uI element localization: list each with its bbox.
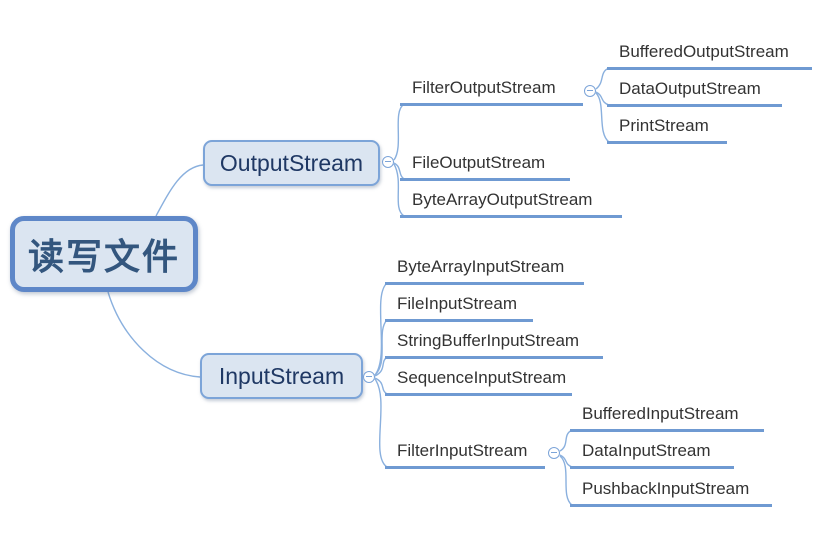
connector-outputstream-fileoutputstream — [393, 162, 405, 180]
topic-filterinputstream[interactable]: FilterInputStream — [385, 437, 545, 469]
collapse-minus-icon-inputstream[interactable] — [363, 371, 375, 383]
topic-bufferedinputstream[interactable]: BufferedInputStream — [570, 400, 764, 432]
collapse-minus-icon-filterinputstream[interactable] — [548, 447, 560, 459]
topic-bufferedoutputstream[interactable]: BufferedOutputStream — [607, 38, 812, 70]
connector-root-inputstream — [107, 291, 201, 378]
topic-filteroutputstream[interactable]: FilterOutputStream — [400, 74, 583, 106]
connector-filteroutputstream-printstream — [595, 92, 610, 143]
root-topic[interactable]: 读写文件 — [10, 216, 198, 292]
connector-inputstream-filterinputstream — [374, 378, 388, 468]
topic-bytearrayinputstream[interactable]: ByteArrayInputStream — [385, 253, 584, 285]
collapse-minus-icon-filteroutputstream[interactable] — [584, 85, 596, 97]
collapse-minus-icon-outputstream[interactable] — [382, 156, 394, 168]
connector-outputstream-bytearrayoutputstream — [393, 163, 405, 217]
connector-outputstream-filteroutputstream — [393, 103, 405, 161]
topic-datainputstream[interactable]: DataInputStream — [570, 437, 734, 469]
topic-bytearrayoutputstream[interactable]: ByteArrayOutputStream — [400, 186, 622, 218]
connector-root-outputstream — [155, 164, 204, 217]
topic-dataoutputstream[interactable]: DataOutputStream — [607, 75, 782, 107]
connector-inputstream-sequenceinputstream — [374, 377, 388, 395]
topic-fileinputstream[interactable]: FileInputStream — [385, 290, 533, 322]
topic-stringbufferinputstream[interactable]: StringBufferInputStream — [385, 327, 603, 359]
branch-topic-inputstream[interactable]: InputStream — [200, 353, 363, 399]
topic-pushbackinputstream[interactable]: PushbackInputStream — [570, 475, 772, 507]
topic-fileoutputstream[interactable]: FileOutputStream — [400, 149, 570, 181]
branch-topic-outputstream[interactable]: OutputStream — [203, 140, 380, 186]
topic-sequenceinputstream[interactable]: SequenceInputStream — [385, 364, 572, 396]
topic-printstream[interactable]: PrintStream — [607, 112, 727, 144]
connector-inputstream-bytearrayinputstream — [374, 282, 388, 376]
connector-inputstream-fileinputstream — [374, 319, 388, 376]
connector-filterinputstream-pushbackinputstream — [559, 455, 573, 506]
connector-filteroutputstream-bufferedoutputstream — [595, 67, 610, 90]
